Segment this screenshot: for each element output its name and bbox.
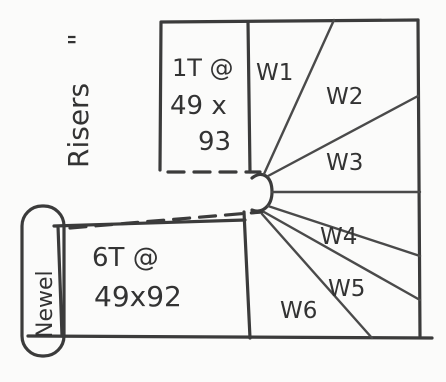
lower-flight-inner-line (242, 210, 252, 340)
winder-label-w2: W2 (326, 84, 363, 110)
winder-label-w6: W6 (280, 298, 317, 324)
newel-label: Newel (33, 270, 58, 338)
risers-mark: " (62, 33, 95, 46)
upper-flight-outline (158, 18, 420, 172)
lower-flight-tread-count: 6T @ (92, 243, 159, 273)
winder-label-w5: W5 (328, 276, 365, 302)
lower-landing-dashed-edge (68, 210, 264, 230)
winder-line-1 (262, 18, 336, 176)
upper-flight-inner-line (246, 20, 252, 174)
upper-flight-size-line1: 49 x (170, 91, 227, 121)
winder-line-2 (266, 94, 420, 178)
lower-flight-size: 49x92 (94, 280, 182, 313)
winder-line-6 (260, 212, 374, 340)
upper-flight-tread-count: 1T @ (172, 54, 234, 82)
winder-label-w4: W4 (320, 224, 357, 250)
winder-label-w3: W3 (326, 150, 363, 176)
winder-line-4 (266, 204, 422, 258)
upper-flight-size-line2: 93 (198, 127, 231, 157)
winder-line-5 (262, 210, 422, 302)
risers-label: Risers (62, 83, 95, 168)
bottom-outer-wall (26, 334, 434, 340)
lower-flight-top-edge (52, 218, 247, 338)
newel-label-box (20, 204, 66, 358)
winder-label-w1: W1 (256, 60, 293, 86)
right-outer-wall (416, 18, 422, 338)
